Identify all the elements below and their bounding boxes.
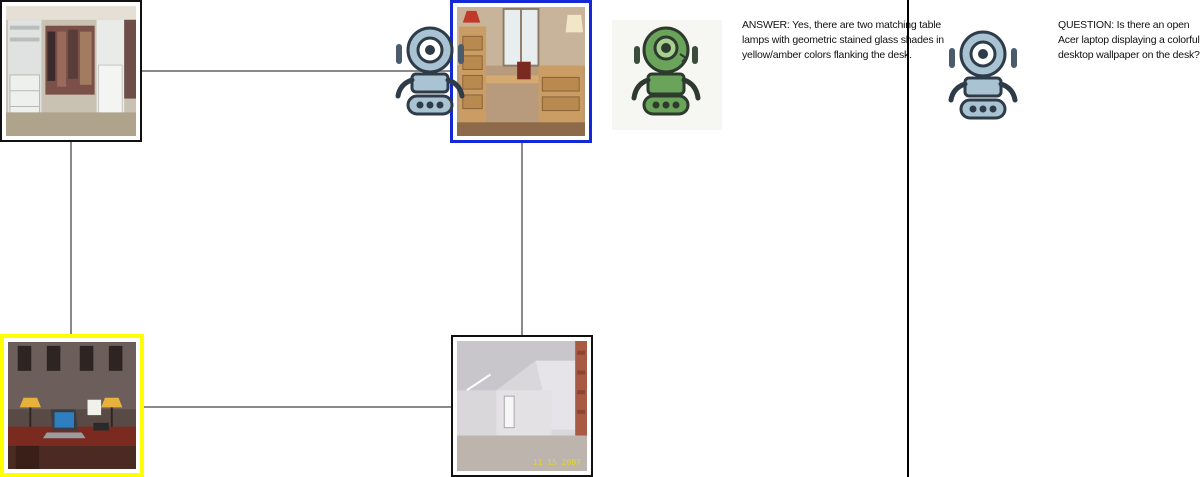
edge-closet-desk	[70, 141, 72, 337]
answer-message: ANSWER: Yes, there are two matching tabl…	[742, 19, 944, 61]
graph-node-desk-lamps[interactable]	[0, 334, 144, 477]
desk-lamps-image	[8, 342, 136, 469]
closet-image	[6, 6, 136, 136]
blue-robot-icon	[392, 24, 468, 120]
question-message: QUESTION: Is there an open Acer laptop d…	[1058, 19, 1200, 61]
graph-node-attic[interactable]: 11 15 2007	[451, 335, 593, 477]
graph-node-closet[interactable]	[0, 0, 142, 142]
green-robot-icon	[628, 24, 704, 120]
edge-desk-attic	[141, 406, 453, 408]
edge-closet-study	[140, 70, 452, 72]
panel-divider	[907, 0, 909, 477]
questioner-robot-icon	[945, 28, 1021, 124]
graph-node-study[interactable]	[450, 0, 592, 143]
photo-date-stamp: 11 15 2007	[532, 458, 581, 467]
study-image	[457, 7, 585, 136]
attic-image	[457, 341, 587, 471]
edge-study-attic	[521, 142, 523, 338]
